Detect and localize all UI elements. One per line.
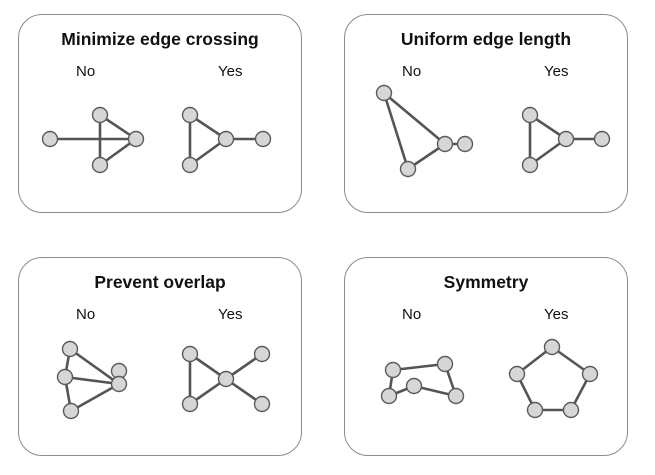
graph-examples: [56, 340, 271, 420]
panel-symmetry: Symmetry No Yes: [344, 257, 628, 456]
panel-title: Symmetry: [443, 272, 529, 292]
no-label: No: [76, 306, 96, 323]
panel-prevent-overlap: Prevent overlap No Yes: [18, 257, 302, 456]
graph-no: [375, 84, 474, 178]
graph-examples: [375, 84, 611, 178]
graph-yes: [181, 106, 272, 174]
no-label: No: [76, 63, 96, 80]
graph-no: [380, 355, 465, 405]
panel-minimize-edge-crossing: Minimize edge crossing No Yes: [18, 14, 302, 213]
yes-label: Yes: [218, 63, 243, 80]
panel-title: Minimize edge crossing: [61, 29, 259, 49]
graph-examples: [41, 106, 272, 174]
yes-label: Yes: [544, 63, 569, 80]
no-label: No: [402, 63, 422, 80]
graph-no: [41, 106, 145, 174]
panel-title: Prevent overlap: [94, 272, 226, 292]
yes-label: Yes: [544, 306, 569, 323]
yes-label: Yes: [218, 306, 243, 323]
graph-no: [56, 340, 128, 420]
panel-title: Uniform edge length: [400, 29, 572, 49]
no-label: No: [402, 306, 422, 323]
graph-yes: [508, 338, 599, 419]
graph-yes: [181, 345, 271, 413]
graph-examples: [380, 338, 599, 419]
panel-uniform-edge-length: Uniform edge length No Yes: [344, 14, 628, 213]
graph-yes: [521, 106, 611, 174]
